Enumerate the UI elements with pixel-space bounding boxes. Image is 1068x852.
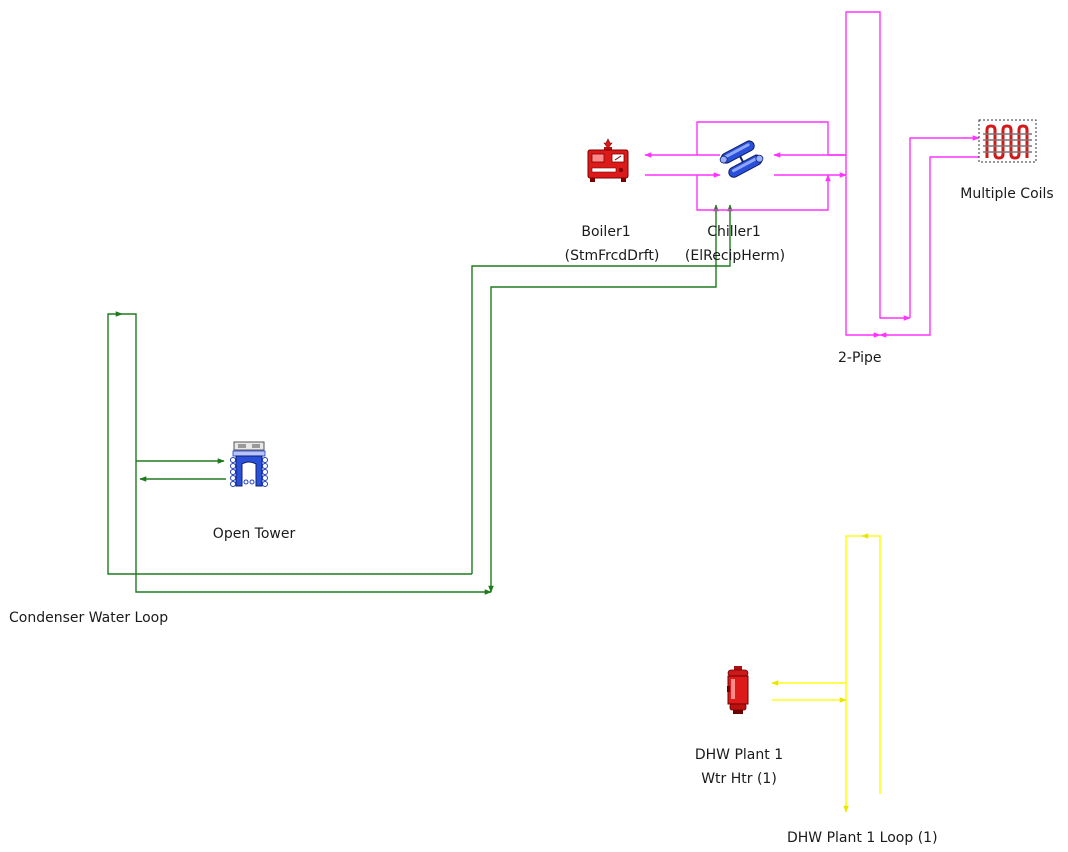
water-heater-label-line2: Wtr Htr (1) bbox=[701, 771, 777, 787]
cooling-tower-icon bbox=[230, 441, 268, 487]
chiller-to-condenser-riser[interactable] bbox=[488, 204, 719, 593]
water-heater-label-line1: DHW Plant 1 bbox=[695, 747, 783, 763]
tower-name-label: Open Tower bbox=[213, 526, 296, 542]
coil-supply-riser[interactable] bbox=[909, 135, 980, 318]
chiller-name-label: Chiller1 bbox=[707, 224, 761, 240]
two-pipe-main-right[interactable] bbox=[862, 11, 911, 321]
dhw-loop-label[interactable]: DHW Plant 1 Loop (1) bbox=[787, 830, 938, 846]
chiller-icon bbox=[719, 140, 764, 178]
boiler-icon bbox=[587, 138, 629, 182]
coil-icon bbox=[978, 119, 1037, 163]
boiler-component[interactable] bbox=[587, 138, 629, 182]
boiler-name-label: Boiler1 bbox=[581, 224, 630, 240]
condenser-water-loop[interactable] bbox=[107, 204, 733, 595]
chiller-component[interactable] bbox=[718, 138, 765, 179]
two-pipe-loop[interactable] bbox=[644, 11, 980, 338]
two-pipe-main-left[interactable] bbox=[845, 11, 881, 338]
coils-name-label: Multiple Coils bbox=[960, 186, 1053, 202]
condenser-return-pipe[interactable] bbox=[122, 313, 492, 595]
coils-component[interactable] bbox=[978, 119, 1037, 163]
water-heater-icon bbox=[727, 666, 749, 714]
dhw-loop[interactable] bbox=[771, 533, 881, 813]
dhw-loop-right-pipe[interactable] bbox=[861, 533, 881, 794]
coil-return-riser[interactable] bbox=[879, 156, 979, 338]
condenser-supply-pipe[interactable] bbox=[107, 311, 472, 575]
dhw-loop-left-pipe[interactable] bbox=[843, 535, 862, 813]
two-pipe-loop-label[interactable]: 2-Pipe bbox=[838, 350, 881, 366]
plant-bottom-bypass[interactable] bbox=[645, 174, 831, 211]
chiller-type-label: (ElRecipHerm) bbox=[685, 248, 785, 264]
water-heater-component[interactable] bbox=[727, 666, 749, 714]
condenser-loop-label[interactable]: Condenser Water Loop bbox=[9, 610, 168, 626]
boiler-type-label: (StmFrcdDrft) bbox=[565, 248, 660, 264]
tower-component[interactable] bbox=[230, 441, 268, 487]
